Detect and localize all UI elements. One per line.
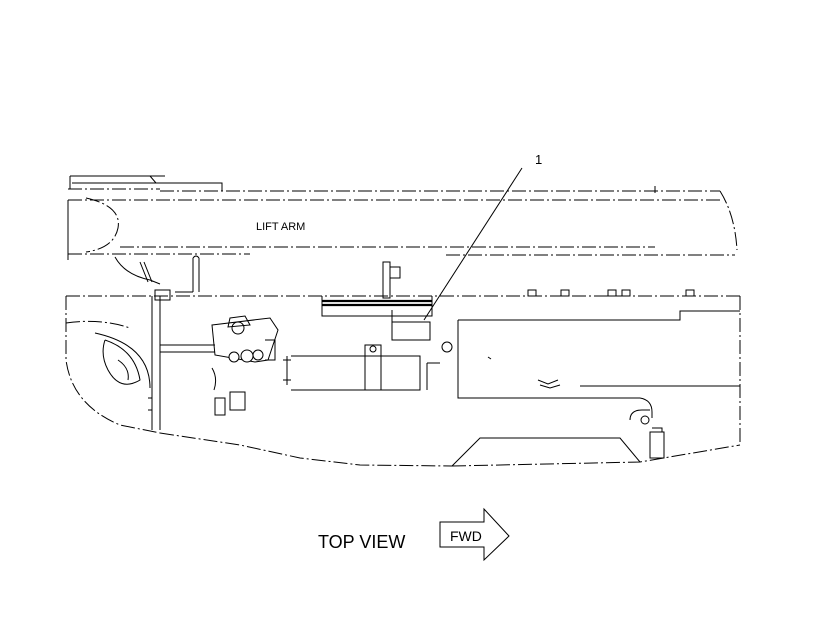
bracket [382,261,401,299]
fwd-label: FWD [450,528,482,544]
lift-arm-label: LIFT ARM [256,221,305,233]
lift-arm-outline [67,175,738,260]
component-1 [391,310,453,353]
valve-assembly [211,315,279,416]
frame-inner-rail [457,310,740,418]
link-rod [114,255,200,293]
skid [451,437,641,467]
view-label: TOP VIEW [318,532,405,552]
callout-number: 1 [535,152,542,167]
hydraulic-tank [283,344,440,391]
wheel [94,332,151,389]
vertical-post [148,289,215,430]
frame-rail [322,299,432,307]
frame-bolts [527,289,695,297]
fitting [629,409,665,459]
fwd-arrow [439,507,510,562]
callout-leader-line [423,167,523,321]
